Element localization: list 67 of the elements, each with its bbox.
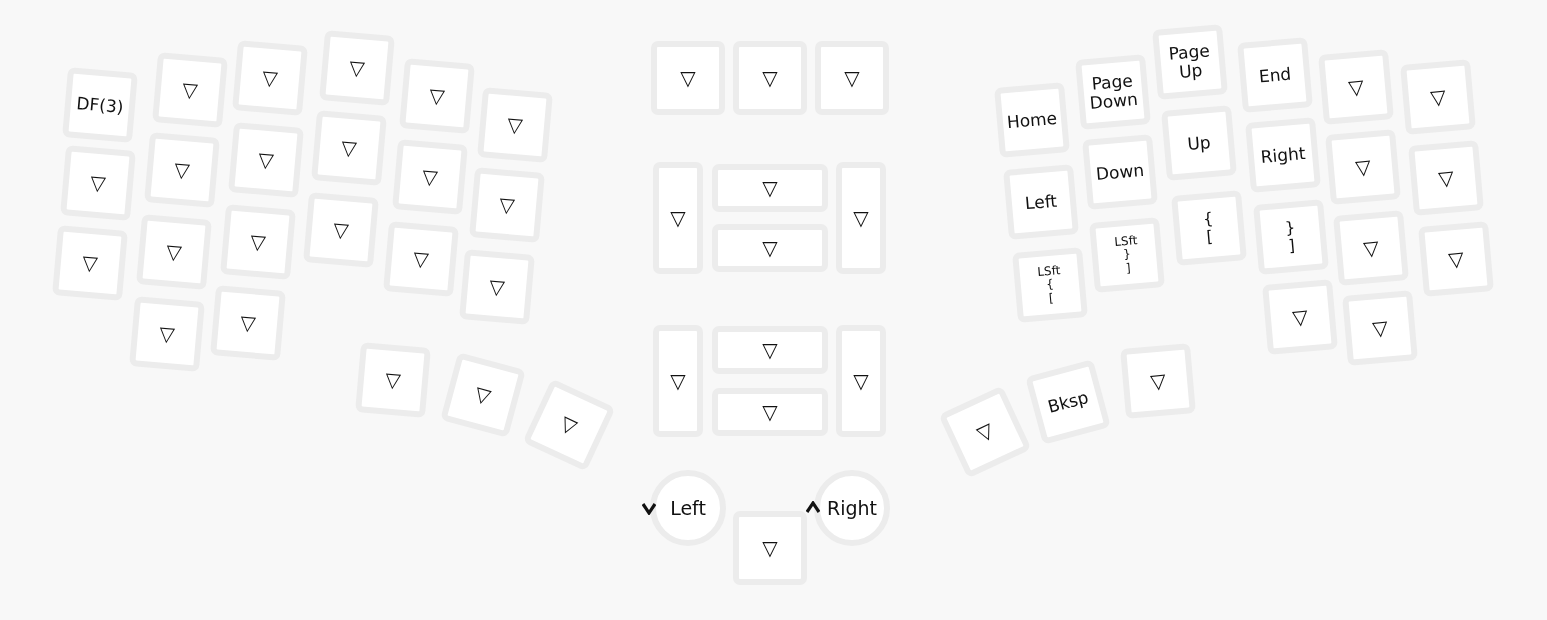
key-legend: { — [1045, 278, 1055, 292]
key-legend: ▽ — [506, 113, 524, 137]
key — [733, 511, 807, 585]
key-legend: ▽ — [853, 207, 869, 229]
key-legend: [ — [1205, 227, 1214, 246]
key-legend: ▽ — [1354, 155, 1372, 179]
key-legend: Left — [1024, 191, 1058, 213]
key-legend: ▽ — [670, 207, 686, 229]
key-legend: ] — [1125, 261, 1132, 275]
key-legend: ▽ — [762, 237, 778, 259]
key-legend: Up — [1186, 132, 1212, 154]
key-legend: ▽ — [762, 67, 778, 89]
key-legend: { — [1202, 210, 1215, 229]
key-legend: ▽ — [1429, 85, 1447, 109]
key-legend: ▽ — [421, 165, 439, 189]
key-legend: Down — [1095, 160, 1145, 184]
key-legend: ▽ — [762, 537, 778, 559]
key-legend: ▽ — [1437, 166, 1455, 190]
key-legend: Right — [826, 497, 877, 519]
key-legend: ▽ — [853, 370, 869, 392]
key-legend: } — [1284, 219, 1297, 238]
key-legend: LSft — [1113, 234, 1138, 250]
key-legend: Left — [670, 497, 706, 519]
key-legend: ▽ — [762, 401, 778, 423]
key-legend: ▽ — [1371, 316, 1389, 340]
key-legend: ▽ — [844, 67, 860, 89]
key-legend: Bksp — [1045, 387, 1091, 417]
key-legend: ▽ — [973, 418, 997, 446]
key-legend: ▽ — [670, 370, 686, 392]
key-legend: Page Up — [1159, 40, 1221, 84]
key-legend: ▽ — [1347, 75, 1365, 99]
key-legend: DF(3) — [75, 93, 125, 117]
key-legend: ▽ — [348, 56, 366, 80]
key-legend: ▽ — [472, 382, 494, 408]
key-legend: ▽ — [340, 136, 358, 160]
key-legend: Right — [1259, 143, 1307, 167]
key-legend: ▽ — [332, 218, 350, 242]
key-legend: ▽ — [498, 193, 516, 217]
key-legend: ▽ — [173, 158, 191, 182]
key-legend: ▽ — [428, 84, 446, 108]
key-legend: ▽ — [249, 230, 267, 254]
key-legend: ▽ — [557, 411, 581, 439]
key-legend: ▽ — [89, 171, 107, 195]
key-legend: ▽ — [165, 240, 183, 264]
key-legend: ▽ — [412, 247, 430, 271]
key-legend: ▽ — [680, 67, 696, 89]
key-legend: ▽ — [762, 339, 778, 361]
key-legend: ▽ — [1291, 305, 1309, 329]
key-legend: ▽ — [1362, 236, 1380, 260]
key-legend: ▽ — [762, 177, 778, 199]
key-legend: ▽ — [1447, 247, 1465, 271]
key-legend: Home — [1006, 108, 1058, 132]
key-legend: ▽ — [257, 148, 275, 172]
key-legend: ▽ — [181, 78, 199, 102]
key-legend: ▽ — [384, 368, 402, 392]
key-legend: Page Down — [1082, 70, 1144, 114]
key-legend: } — [1122, 248, 1132, 262]
key-legend: ▽ — [1149, 369, 1167, 393]
key-legend: ▽ — [239, 311, 257, 335]
key-legend: End — [1258, 64, 1292, 86]
key-legend: ▽ — [261, 66, 279, 90]
key-legend: ] — [1287, 236, 1296, 255]
key-legend: ▽ — [81, 251, 99, 275]
key-legend: ▽ — [488, 275, 506, 299]
key-legend: LSft — [1036, 264, 1061, 280]
key-legend: ▽ — [158, 322, 176, 346]
key-legend: [ — [1048, 291, 1055, 305]
